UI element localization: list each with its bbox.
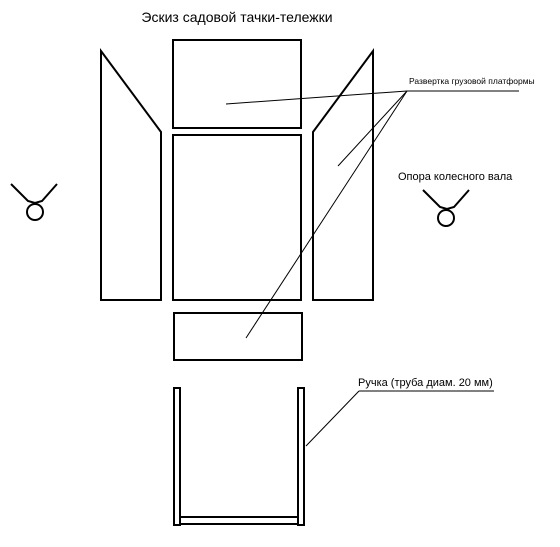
leader-to-front-panel (225, 90, 408, 105)
leader-to-handle (305, 390, 360, 447)
wheel-support-label: Опора колесного вала (398, 171, 513, 183)
handle-label: Ручка (труба диам. 20 мм) (358, 377, 493, 389)
wheel-support-left-ring (26, 203, 44, 221)
wheel-support-left (10, 183, 58, 221)
platform-left-side-panel (100, 47, 162, 301)
handle-left-tube (173, 387, 181, 526)
leader-to-back-panel (245, 90, 408, 339)
handle-frame (173, 387, 305, 526)
wheel-support-right (422, 189, 470, 227)
diagram-title: Эскиз садовой тачки-тележки (141, 9, 332, 25)
wheel-support-right-ring (437, 209, 455, 227)
platform-development (100, 39, 374, 361)
leader-lines (225, 90, 519, 447)
platform-back-panel (173, 312, 303, 361)
handle-crossbar (179, 516, 299, 525)
leader-to-side-panel (337, 90, 408, 167)
platform-right-side-panel (312, 47, 374, 301)
platform-bottom-panel (172, 134, 302, 301)
platform-label: Развертка грузовой платформы (409, 76, 535, 86)
handle-right-tube (297, 387, 305, 526)
wheel-support-right-fork (422, 189, 470, 211)
wheel-support-left-fork (10, 183, 58, 205)
platform-front-panel (172, 39, 302, 129)
